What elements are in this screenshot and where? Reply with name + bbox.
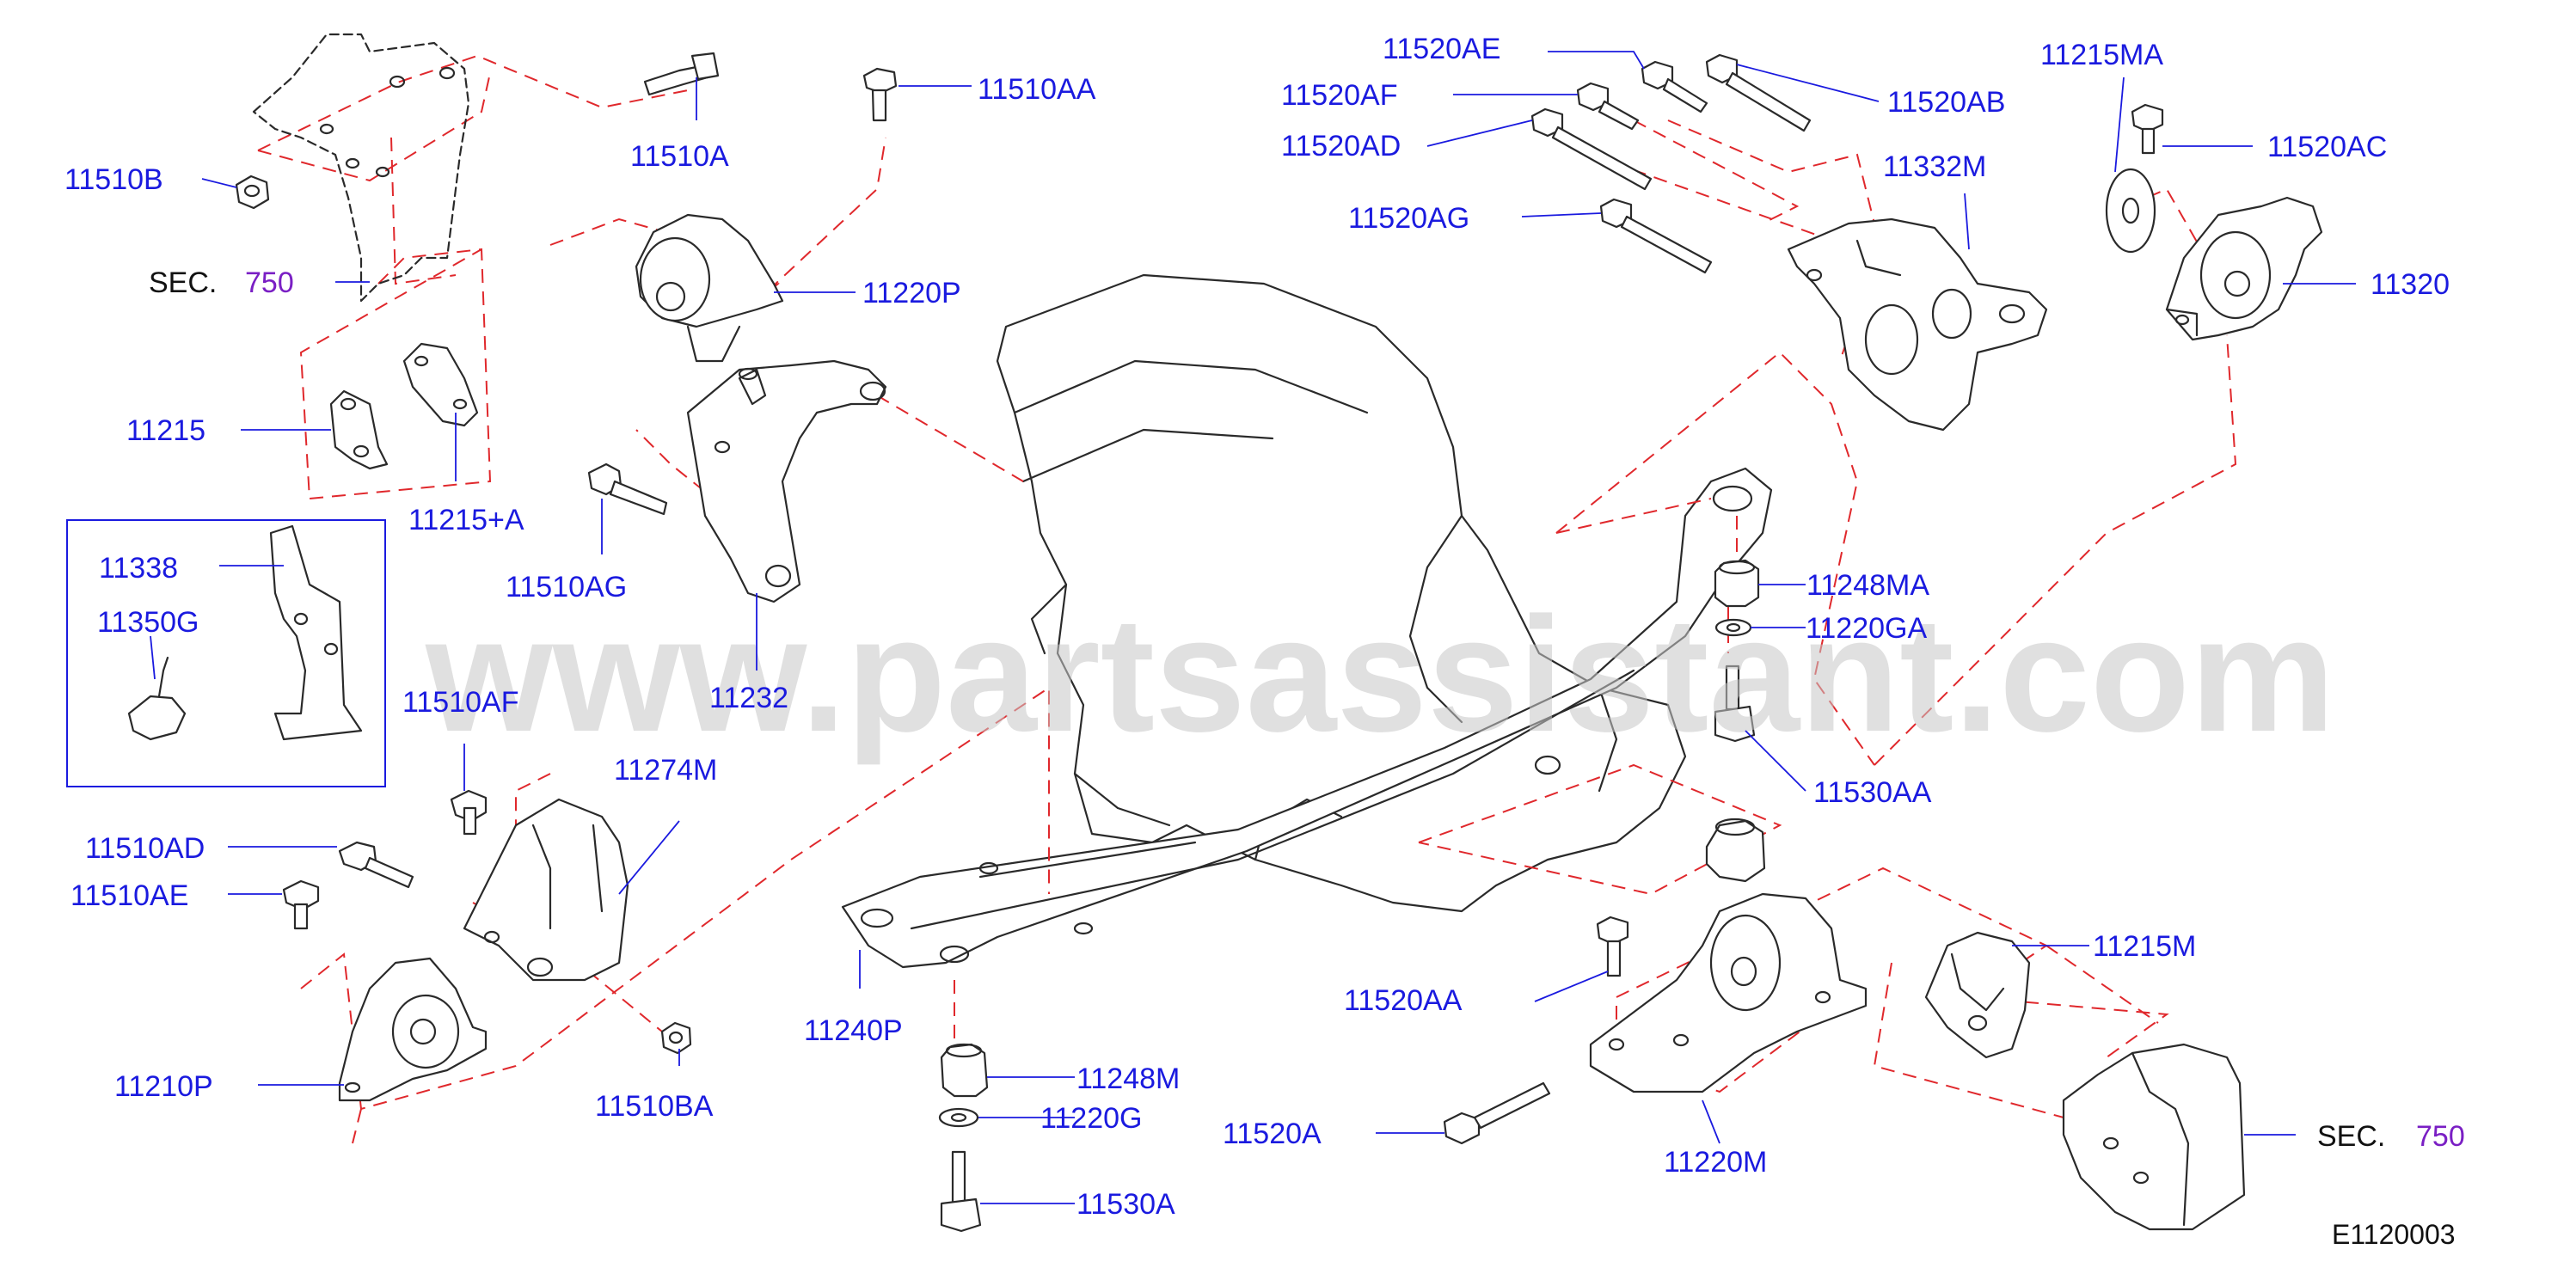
label-11248m: 11248M bbox=[1076, 1063, 1180, 1095]
bolt-11520ac bbox=[2131, 103, 2164, 155]
bracket-11332m bbox=[1787, 217, 2048, 432]
label-11520ab: 11520AB bbox=[1887, 86, 2005, 119]
plates-11215 bbox=[329, 342, 479, 470]
label-11338: 11338 bbox=[99, 552, 178, 585]
bushing-11248ma bbox=[1714, 559, 1760, 608]
leader-lines bbox=[150, 51, 2356, 1204]
engine-mount-11210p bbox=[338, 957, 488, 1102]
section-prefix: SEC. bbox=[149, 266, 217, 299]
inset-frame bbox=[66, 519, 386, 787]
bracket-11274m bbox=[463, 798, 629, 982]
bracket-11215m bbox=[1924, 931, 2031, 1059]
nut-11510ba bbox=[660, 1021, 692, 1055]
label-11320: 11320 bbox=[2371, 268, 2450, 301]
transmission-block-sec750 bbox=[2062, 1043, 2246, 1231]
label-11510ag: 11510AG bbox=[506, 571, 627, 603]
crossmember-11240p bbox=[841, 467, 1773, 969]
label-11274m: 11274M bbox=[614, 754, 717, 787]
label-11248ma: 11248MA bbox=[1806, 569, 1929, 602]
label-11210p: 11210P bbox=[114, 1070, 213, 1103]
label-11510ad: 11510AD bbox=[85, 832, 205, 865]
label-11220m: 11220M bbox=[1664, 1146, 1767, 1179]
label-11215m: 11215M bbox=[2093, 930, 2196, 963]
bolt-11520af bbox=[1576, 82, 1640, 131]
label-11520ae: 11520AE bbox=[1383, 33, 1500, 65]
section-number: 750 bbox=[245, 266, 294, 299]
bolt-11520ab bbox=[1705, 53, 1812, 132]
label-11220ga: 11220GA bbox=[1806, 612, 1927, 645]
bolt-11510aa bbox=[862, 67, 898, 122]
label-11220g: 11220G bbox=[1040, 1102, 1142, 1135]
label-11530a: 11530A bbox=[1076, 1188, 1175, 1221]
label-11240p: 11240P bbox=[804, 1014, 903, 1047]
bolt-11510ae bbox=[282, 879, 320, 930]
bolt-11510a bbox=[643, 52, 720, 96]
label-11510ae: 11510AE bbox=[71, 879, 188, 912]
engine-mount-11320 bbox=[2165, 196, 2323, 341]
part-labels: 11510B 11510A 11510AA 11220P 11215 11215… bbox=[64, 33, 2450, 1221]
bolt-11520aa bbox=[1596, 916, 1629, 977]
bolt-11520a bbox=[1443, 1081, 1551, 1145]
label-11510b: 11510B bbox=[64, 163, 163, 196]
label-11510ba: 11510BA bbox=[595, 1090, 714, 1123]
section-prefix: SEC. bbox=[2317, 1120, 2385, 1153]
clip-11350g bbox=[127, 656, 187, 741]
washer-11220g bbox=[938, 1107, 979, 1128]
label-11520ag: 11520AG bbox=[1348, 202, 1469, 235]
label-11510a: 11510A bbox=[630, 140, 729, 173]
bolt-11530aa bbox=[1714, 664, 1756, 743]
nut-11510b bbox=[235, 175, 270, 210]
label-11530aa: 11530AA bbox=[1813, 776, 1932, 809]
bolt-11510ag bbox=[587, 462, 668, 516]
label-11215ma: 11215MA bbox=[2040, 39, 2163, 71]
label-11510aa: 11510AA bbox=[978, 73, 1096, 106]
section-ref-left: SEC. 750 bbox=[149, 266, 370, 299]
bracket-11338 bbox=[269, 524, 363, 741]
washer-11215ma bbox=[2105, 168, 2156, 254]
label-11520aa: 11520AA bbox=[1344, 984, 1463, 1017]
engine-block-outline bbox=[996, 273, 1687, 913]
upper-left-bracket bbox=[252, 33, 470, 303]
diagram-code: E1120003 bbox=[2332, 1219, 2456, 1250]
label-11215-a: 11215+A bbox=[408, 504, 524, 536]
bolt-11520ae bbox=[1641, 60, 1708, 113]
bracket-11232 bbox=[686, 359, 887, 603]
label-11232: 11232 bbox=[709, 682, 788, 714]
label-11350g: 11350G bbox=[97, 606, 199, 639]
label-11220p: 11220P bbox=[862, 277, 961, 309]
bolt-11520ag bbox=[1599, 198, 1713, 274]
bolt-11510af bbox=[450, 789, 488, 836]
label-11520a: 11520A bbox=[1223, 1118, 1322, 1150]
section-ref-right: SEC. 750 bbox=[2317, 1120, 2465, 1153]
bolt-11510ad bbox=[338, 841, 414, 889]
label-11332m: 11332M bbox=[1883, 150, 1986, 183]
engine-mount-11220m bbox=[1589, 818, 1868, 1093]
label-11520af: 11520AF bbox=[1281, 79, 1397, 112]
label-11520ac: 11520AC bbox=[2267, 131, 2387, 163]
engine-mount-11220p bbox=[635, 213, 784, 363]
label-11510af: 11510AF bbox=[402, 686, 518, 719]
bolt-11520ad bbox=[1530, 107, 1653, 191]
label-11520ad: 11520AD bbox=[1281, 130, 1401, 162]
bushing-11248m bbox=[940, 1043, 989, 1098]
bolt-11530a bbox=[940, 1150, 982, 1233]
watermark: www.partsassistant.com bbox=[425, 584, 2335, 766]
section-number: 750 bbox=[2416, 1120, 2465, 1153]
label-11215: 11215 bbox=[126, 414, 205, 447]
